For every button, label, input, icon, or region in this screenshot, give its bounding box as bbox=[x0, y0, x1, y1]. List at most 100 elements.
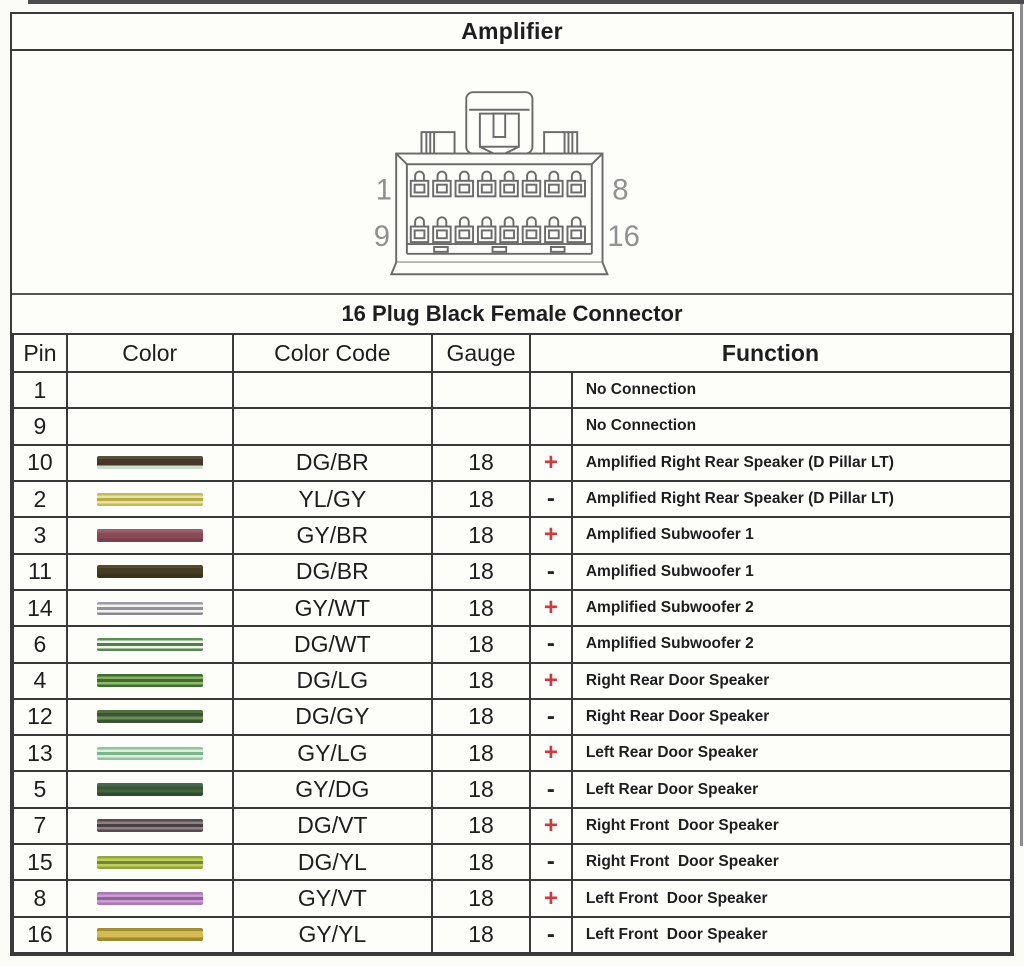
wire-color-swatch bbox=[96, 710, 203, 724]
wire-color-swatch bbox=[96, 855, 203, 869]
table-row: 9 No Connection bbox=[12, 407, 1013, 446]
scan-edge-artifact-top bbox=[28, 0, 1024, 4]
polarity-cell: - bbox=[528, 697, 573, 737]
table-row: 10 DG/BR 18 + Amplified Right Rear Speak… bbox=[12, 443, 1013, 482]
gauge-cell: 18 bbox=[431, 479, 531, 519]
function-cell: Left Front Door Speaker bbox=[570, 915, 1013, 955]
wire-color-swatch bbox=[96, 637, 203, 651]
polarity-cell: + bbox=[528, 734, 573, 773]
color-code-cell: DG/WT bbox=[231, 625, 434, 664]
color-cell bbox=[65, 915, 234, 955]
color-code-cell: DG/GY bbox=[231, 697, 434, 737]
color-code-cell: DG/BR bbox=[231, 552, 434, 591]
function-cell: No Connection bbox=[570, 407, 1013, 446]
color-cell bbox=[65, 879, 234, 918]
polarity-cell: + bbox=[528, 661, 573, 700]
wire-color-swatch bbox=[96, 674, 203, 688]
polarity-cell: - bbox=[528, 479, 573, 519]
pin-cell: 14 bbox=[12, 588, 68, 628]
connector-latch bbox=[465, 91, 534, 155]
pin-cell: 16 bbox=[12, 915, 68, 955]
function-cell: Right Rear Door Speaker bbox=[570, 661, 1013, 700]
pinout-table-body: 1 No Connection 9 No Connection 10 DG/BR… bbox=[12, 370, 1013, 955]
gauge-cell: 18 bbox=[431, 443, 531, 482]
color-cell bbox=[65, 625, 234, 664]
table-row: 3 GY/BR 18 + Amplified Subwoofer 1 bbox=[12, 516, 1013, 555]
gauge-cell: 18 bbox=[431, 915, 531, 955]
color-cell bbox=[65, 697, 234, 737]
color-cell bbox=[65, 370, 234, 410]
color-cell bbox=[65, 552, 234, 591]
wire-color-swatch bbox=[96, 819, 203, 833]
page-title-text: Amplifier bbox=[461, 18, 563, 44]
gauge-cell bbox=[431, 370, 531, 410]
pin-cell: 1 bbox=[12, 370, 68, 410]
page-title: Amplifier bbox=[12, 14, 1012, 51]
wire-color-swatch bbox=[96, 565, 203, 579]
connector-drawing: 1 8 9 16 bbox=[374, 91, 640, 276]
function-cell: Amplified Subwoofer 1 bbox=[570, 552, 1013, 591]
polarity-cell: + bbox=[528, 588, 573, 628]
table-row: 1 No Connection bbox=[12, 370, 1013, 410]
pin-cell: 5 bbox=[12, 770, 68, 809]
color-code-cell: DG/BR bbox=[231, 443, 434, 482]
pinout-table-container: Pin Color Color Code Gauge Function 1 No… bbox=[12, 333, 1013, 955]
color-code-cell: GY/LG bbox=[231, 734, 434, 773]
wire-color-swatch bbox=[96, 783, 203, 797]
connector-caption: 16 Plug Black Female Connector bbox=[12, 293, 1012, 333]
gauge-cell: 18 bbox=[431, 843, 531, 882]
polarity-cell: - bbox=[528, 915, 573, 955]
gauge-cell: 18 bbox=[431, 552, 531, 591]
color-cell bbox=[65, 661, 234, 700]
pinout-table: Pin Color Color Code Gauge Function 1 No… bbox=[12, 333, 1013, 955]
pin-cell: 3 bbox=[12, 516, 68, 555]
color-code-cell: GY/VT bbox=[231, 879, 434, 918]
pin-label-16: 16 bbox=[607, 221, 639, 253]
color-cell bbox=[65, 843, 234, 882]
gauge-cell: 18 bbox=[431, 625, 531, 664]
pin-label-1: 1 bbox=[376, 174, 392, 206]
color-cell bbox=[65, 588, 234, 628]
wire-color-swatch bbox=[96, 456, 203, 470]
pin-cell: 13 bbox=[12, 734, 68, 773]
color-cell bbox=[65, 443, 234, 482]
pin-cell: 2 bbox=[12, 479, 68, 519]
polarity-cell bbox=[528, 370, 573, 410]
table-row: 8 GY/VT 18 + Left Front Door Speaker bbox=[12, 879, 1013, 918]
table-row: 7 DG/VT 18 + Right Front Door Speaker bbox=[12, 806, 1013, 846]
function-cell: Right Rear Door Speaker bbox=[570, 697, 1013, 737]
color-code-cell: GY/BR bbox=[231, 516, 434, 555]
polarity-cell: - bbox=[528, 552, 573, 591]
wire-color-swatch bbox=[96, 528, 203, 542]
pin-cell: 6 bbox=[12, 625, 68, 664]
header-color: Color bbox=[65, 333, 234, 373]
wiring-diagram-sheet: Amplifier bbox=[10, 12, 1014, 956]
polarity-cell: + bbox=[528, 443, 573, 482]
table-row: 6 DG/WT 18 - Amplified Subwoofer 2 bbox=[12, 625, 1013, 664]
scan-edge-artifact-right bbox=[1020, 4, 1023, 846]
color-code-cell: GY/WT bbox=[231, 588, 434, 628]
function-cell: Left Rear Door Speaker bbox=[570, 770, 1013, 809]
color-code-cell: GY/DG bbox=[231, 770, 434, 809]
color-cell bbox=[65, 734, 234, 773]
color-cell bbox=[65, 516, 234, 555]
polarity-cell: - bbox=[528, 770, 573, 809]
color-code-cell: YL/GY bbox=[231, 479, 434, 519]
function-cell: Right Front Door Speaker bbox=[570, 843, 1013, 882]
color-cell bbox=[65, 407, 234, 446]
table-row: 4 DG/LG 18 + Right Rear Door Speaker bbox=[12, 661, 1013, 700]
polarity-cell: - bbox=[528, 843, 573, 882]
color-code-cell bbox=[231, 370, 434, 410]
table-row: 12 DG/GY 18 - Right Rear Door Speaker bbox=[12, 697, 1013, 737]
polarity-cell: + bbox=[528, 516, 573, 555]
function-cell: No Connection bbox=[570, 370, 1013, 410]
wire-color-swatch bbox=[96, 601, 203, 615]
gauge-cell: 18 bbox=[431, 661, 531, 700]
gauge-cell: 18 bbox=[431, 516, 531, 555]
color-code-cell: DG/VT bbox=[231, 806, 434, 846]
polarity-cell bbox=[528, 407, 573, 446]
connector-diagram-area: 1 8 9 16 bbox=[12, 51, 1012, 293]
color-cell bbox=[65, 770, 234, 809]
color-code-cell: GY/YL bbox=[231, 915, 434, 955]
function-cell: Left Rear Door Speaker bbox=[570, 734, 1013, 773]
